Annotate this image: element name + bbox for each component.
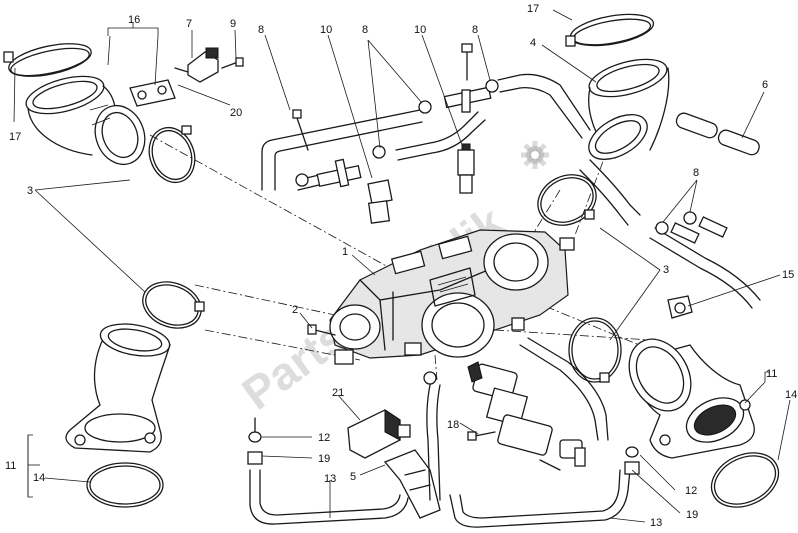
- callout-4: 4: [530, 37, 536, 49]
- leader-lines: [13, 9, 791, 523]
- vacuum-hose-top: [261, 73, 761, 309]
- callout-8-c: 8: [472, 24, 478, 36]
- hose-clamp-3-lower-right: [568, 317, 622, 383]
- callout-17-right: 17: [527, 3, 539, 15]
- intake-manifold-11-left: [65, 323, 171, 453]
- callout-6: 6: [762, 79, 768, 91]
- callout-10-b: 10: [414, 24, 426, 36]
- callout-3-right: 3: [663, 264, 669, 276]
- boot-flange-20: [129, 79, 176, 107]
- hose-clamp-left: [148, 125, 196, 184]
- screw-18: [467, 431, 496, 441]
- callout-13-left: 13: [324, 473, 336, 485]
- hose-clamp-3-lower-left: [142, 281, 205, 329]
- fitting-12-right: [624, 446, 640, 475]
- screw-9: [221, 57, 244, 69]
- sensor-7: [174, 47, 219, 83]
- callout-8-b: 8: [362, 24, 368, 36]
- o-ring-14-left: [86, 462, 164, 508]
- callout-11-left: 11: [5, 460, 16, 472]
- callout-16: 16: [128, 14, 140, 26]
- fitting-19-lower: [423, 371, 586, 467]
- t-fitting-top-left: [316, 158, 362, 188]
- callout-12-right: 12: [685, 485, 697, 497]
- callout-19-left: 19: [318, 453, 330, 465]
- callout-14-left: 14: [33, 472, 45, 484]
- hose-clamp-3-upper: [537, 174, 597, 226]
- callout-17-left: 17: [9, 131, 21, 143]
- vacuum-hose-13-left: [249, 384, 441, 525]
- callout-13-right: 13: [650, 517, 662, 529]
- hose-sleeve-6: [675, 112, 760, 156]
- intake-boot-4: [588, 58, 670, 160]
- callout-3-left: 3: [27, 185, 33, 197]
- callout-1: 1: [342, 246, 348, 258]
- t-fitting-top-right: [443, 86, 492, 113]
- hose-clips-8: [295, 79, 697, 235]
- callout-21: 21: [332, 387, 344, 399]
- screw-8-top: [292, 43, 473, 151]
- callout-5: 5: [350, 471, 356, 483]
- o-ring-14-right: [710, 452, 780, 508]
- callout-8-a: 8: [258, 24, 264, 36]
- grommet-15: [667, 295, 693, 319]
- watermark-gear-icon: [521, 141, 549, 169]
- callout-15: 15: [782, 269, 794, 281]
- intake-boot-16: [25, 75, 146, 166]
- injector-10-right: [457, 143, 475, 194]
- bracket-5: [383, 449, 441, 519]
- throttle-body-1: [329, 229, 575, 365]
- callout-labels: 16 17 7 9 20 8 10 8 10 8 17 4 6 8 3 3 15…: [5, 3, 797, 529]
- callout-2: 2: [292, 304, 298, 316]
- vacuum-hose-13-right: [449, 337, 631, 528]
- bracket-11-left: [27, 434, 33, 498]
- injector-10-left: [367, 179, 393, 224]
- hose-clamp-17-right: [565, 13, 655, 47]
- callout-20: 20: [230, 107, 242, 119]
- intake-manifold-11-right: [628, 338, 755, 459]
- hose-connector-right: [670, 216, 728, 244]
- idle-control-valve-18: [467, 361, 583, 471]
- hose-clamp-17-left: [3, 43, 92, 77]
- callout-18: 18: [447, 419, 459, 431]
- callout-12-left: 12: [318, 432, 330, 444]
- callout-19-right: 19: [686, 509, 698, 521]
- callout-11-right: 11: [766, 368, 777, 380]
- fitting-12-left: [247, 417, 263, 465]
- sensor-21: [347, 409, 411, 459]
- callout-10-a: 10: [320, 24, 332, 36]
- callout-9: 9: [230, 18, 236, 30]
- callout-8-d: 8: [693, 167, 699, 179]
- callout-7: 7: [186, 18, 192, 30]
- screw-2: [307, 324, 336, 336]
- callout-14-right: 14: [785, 389, 797, 401]
